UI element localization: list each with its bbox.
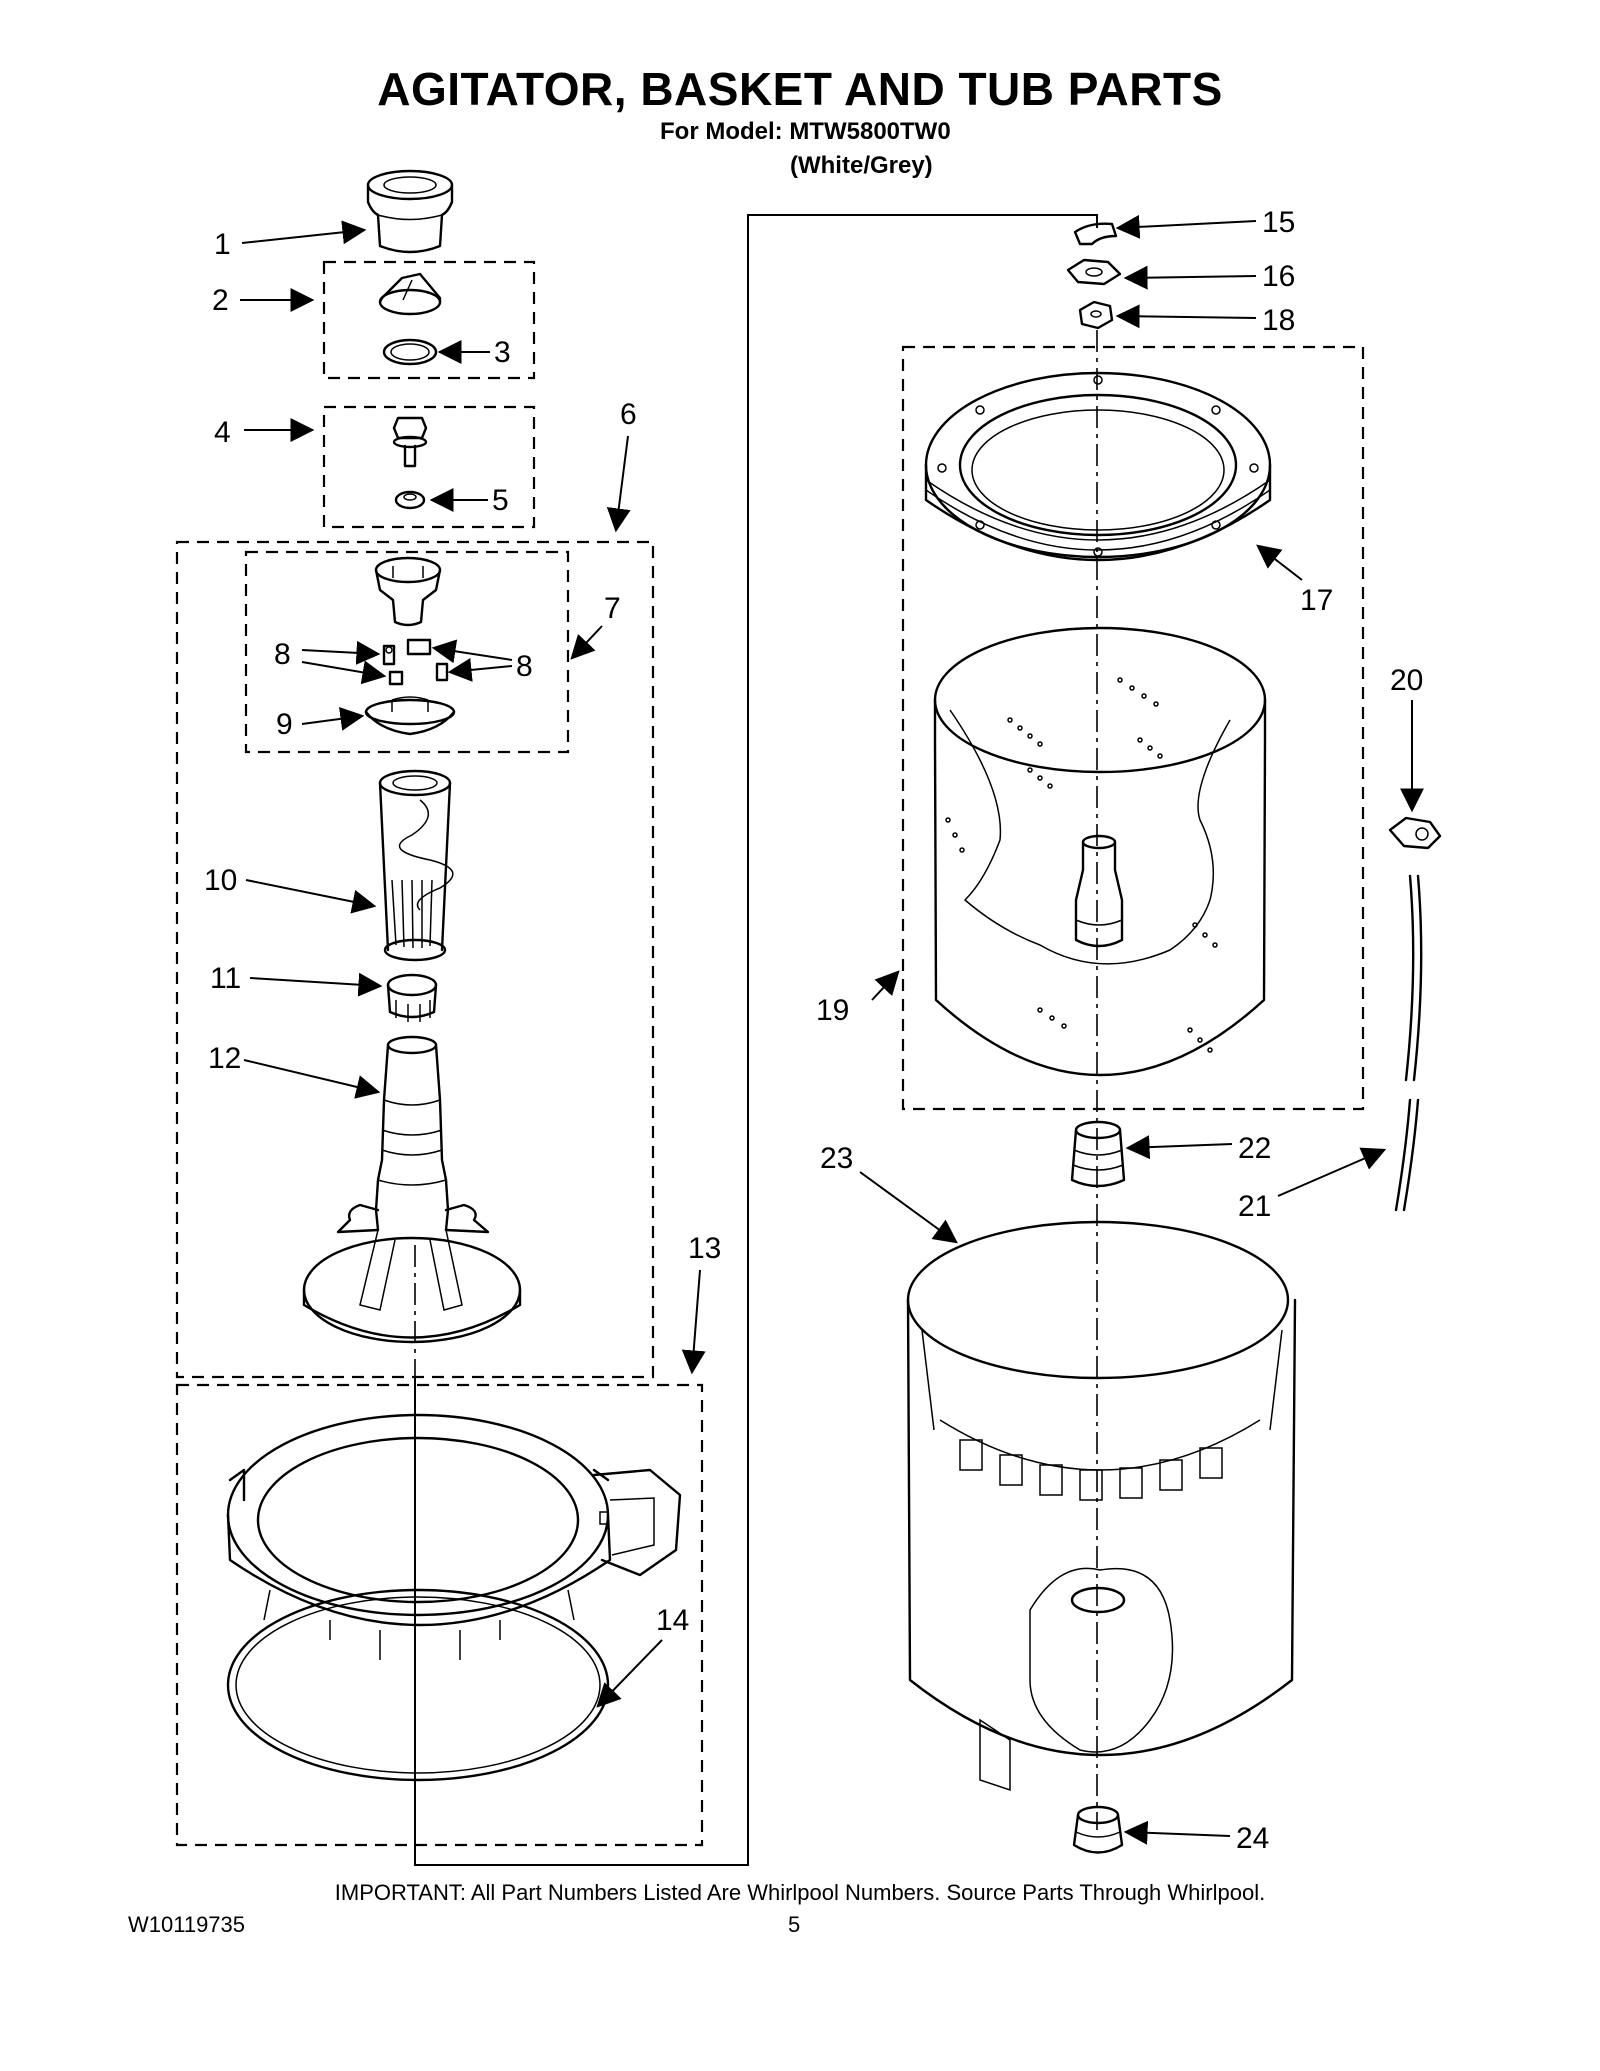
part-3-o-ring [382, 338, 438, 366]
callout-21: 21 [1238, 1190, 1271, 1223]
callout-9: 9 [276, 708, 293, 741]
page-title: AGITATOR, BASKET AND TUB PARTS [377, 63, 1223, 115]
callout-3: 3 [494, 336, 511, 369]
group-box-13 [175, 1383, 704, 1847]
model-subtitle: For Model: MTW5800TW0 [660, 118, 951, 145]
part-1-agitator-cap [366, 169, 454, 254]
part-5-washer [394, 490, 426, 510]
callout-10: 10 [204, 864, 237, 897]
callout-15: 15 [1262, 206, 1295, 239]
part-14-tub-ring [226, 1413, 682, 1782]
callout-4: 4 [214, 416, 231, 449]
part-23-outer-tub [906, 1220, 1297, 1792]
part-22-drive-hub [1070, 1120, 1126, 1188]
callout-1: 1 [214, 228, 231, 261]
part-15-clip [1073, 222, 1118, 246]
callout-18: 18 [1262, 304, 1295, 337]
part-10-auger [378, 769, 454, 962]
callout-20: 20 [1390, 664, 1423, 697]
part-7-drive-block [374, 556, 442, 627]
callout-12: 12 [208, 1042, 241, 1075]
assembly-connector-line [414, 214, 1098, 1866]
callout-24: 24 [1236, 1822, 1269, 1855]
callout-6: 6 [620, 398, 637, 431]
part-9-cam [364, 696, 456, 736]
callout-23: 23 [820, 1142, 853, 1175]
callout-8-left: 8 [274, 638, 291, 671]
part-19-basket [933, 626, 1267, 1077]
part-21-hose [1394, 874, 1423, 1212]
callout-8-right: 8 [516, 650, 533, 683]
group-box-2 [322, 260, 536, 380]
callout-11: 11 [210, 962, 241, 995]
document-number: W10119735 [128, 1912, 246, 1937]
important-notice: IMPORTANT: All Part Numbers Listed Are W… [334, 1880, 1266, 1905]
callout-5: 5 [492, 484, 509, 517]
callout-22: 22 [1238, 1132, 1271, 1165]
part-12-drive-bell [302, 1035, 522, 1344]
color-subtitle: (White/Grey) [790, 152, 933, 179]
group-box-basket [901, 345, 1365, 1111]
callout-17: 17 [1300, 584, 1333, 617]
part-20-hose-clip [1388, 816, 1442, 850]
callout-19: 19 [816, 994, 849, 1027]
part-18-nut [1078, 300, 1114, 330]
part-24-seal [1072, 1805, 1124, 1854]
part-2-cap-insert [378, 272, 442, 316]
part-17-balance-ring [924, 371, 1272, 562]
callout-14: 14 [656, 1604, 689, 1637]
callout-7: 7 [604, 592, 621, 625]
callout-13: 13 [688, 1232, 721, 1265]
leader-lines [240, 214, 1424, 1845]
group-box-4 [322, 405, 536, 529]
part-11-bearing [386, 973, 438, 1022]
callout-2: 2 [212, 284, 229, 317]
callout-16: 16 [1262, 260, 1295, 293]
page-number: 5 [788, 1912, 801, 1937]
part-4-bolt [392, 416, 428, 468]
part-16-retainer [1066, 258, 1122, 286]
group-box-7 [244, 550, 570, 754]
part-8-dogs [382, 638, 449, 686]
